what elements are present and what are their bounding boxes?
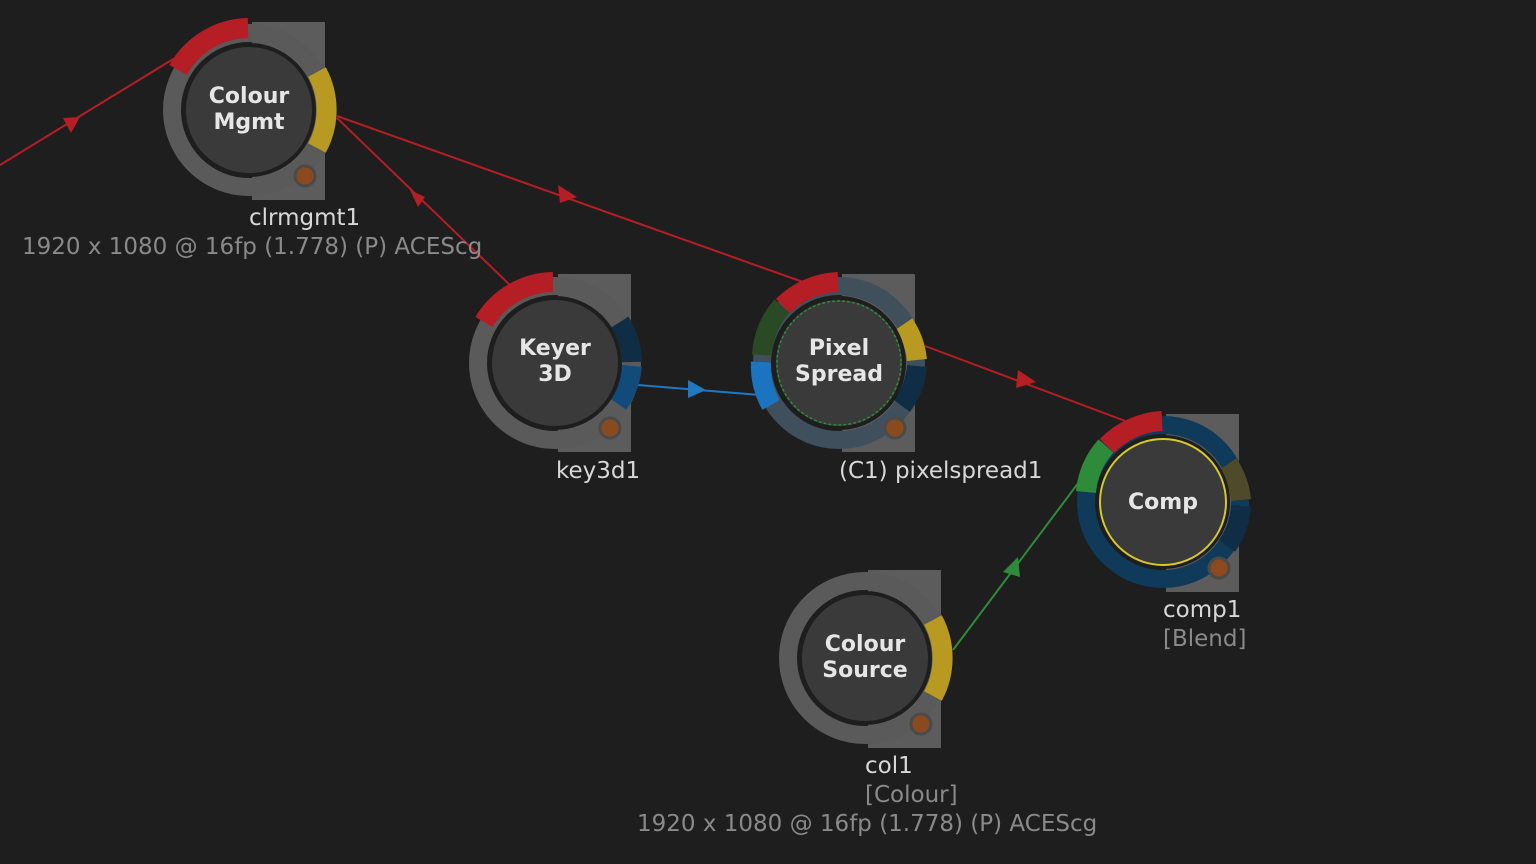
link-arrow (688, 380, 706, 398)
node-title-line2: Source (822, 658, 907, 683)
node-name: clrmgmt1 (249, 205, 360, 231)
link-arrow (558, 185, 577, 203)
node-name: comp1 (1163, 597, 1241, 623)
node-comp[interactable]: Comp comp1 [Blend] (1076, 411, 1251, 652)
node-ring (1077, 416, 1249, 588)
green-input-port[interactable] (752, 299, 790, 356)
yellow-output-port[interactable] (308, 67, 337, 153)
red-input-port[interactable] (1099, 411, 1163, 454)
status-dot-icon (1207, 556, 1231, 580)
links (0, 49, 1129, 651)
node-ring (469, 277, 641, 449)
node-title: Comp (1128, 490, 1198, 515)
selection-ring (1099, 438, 1227, 566)
node-body (772, 296, 906, 430)
yellow-output-port[interactable] (924, 615, 953, 701)
node-body (798, 591, 932, 725)
red-input-port[interactable] (775, 272, 839, 314)
dark-blue-port[interactable] (893, 364, 927, 412)
node-title-line2: Spread (795, 362, 883, 387)
link-col1-to-comp1[interactable] (952, 473, 1086, 651)
node-colour-source[interactable]: Colour Source col1 [Colour] 1920 x 1080 … (637, 570, 1097, 837)
link-arrow (1003, 557, 1020, 577)
node-body (182, 43, 316, 177)
node-colour-mgmt[interactable]: Colour Mgmt clrmgmt1 1920 x 1080 @ 16fp … (22, 18, 482, 260)
node-name: (C1) pixelspread1 (839, 458, 1042, 484)
node-sub: [Blend] (1163, 626, 1246, 652)
selection-ring (776, 300, 902, 426)
node-sub: [Colour] (865, 782, 958, 808)
node-info: 1920 x 1080 @ 16fp (1.778) (P) ACEScg (637, 811, 1097, 837)
blue-output-port[interactable] (609, 364, 642, 410)
node-title-line1: Colour (825, 632, 906, 657)
node-title-line1: Pixel (809, 336, 869, 361)
node-keyer-3d[interactable]: Keyer 3D key3d1 (469, 272, 642, 484)
olive-output-port[interactable] (1219, 458, 1251, 502)
link-input-to-clrmgmt1[interactable] (0, 49, 189, 166)
node-body (488, 296, 622, 430)
node-name: key3d1 (556, 458, 640, 484)
node-title-line2: Mgmt (213, 110, 285, 135)
node-body (1096, 435, 1230, 569)
dark-blue-port[interactable] (611, 316, 642, 363)
red-input-port[interactable] (169, 18, 249, 76)
yellow-output-port[interactable] (895, 318, 927, 362)
node-title-line1: Keyer (519, 336, 591, 361)
link-arrow (1016, 370, 1036, 388)
status-dot-icon (883, 416, 907, 440)
node-name: col1 (865, 753, 913, 779)
node-info: 1920 x 1080 @ 16fp (1.778) (P) ACEScg (22, 234, 482, 260)
status-dot-icon (598, 416, 622, 440)
link-arrow (410, 190, 425, 207)
node-title-line1: Colour (209, 84, 290, 109)
status-dot-icon (293, 164, 317, 188)
node-title-line2: 3D (538, 362, 572, 387)
red-input-port[interactable] (475, 272, 554, 328)
link-clrmgmt1-to-key3d1[interactable] (336, 117, 513, 288)
node-pixel-spread[interactable]: Pixel Spread (C1) pixelspread1 (750, 272, 1043, 484)
blue-input-port[interactable] (750, 361, 780, 410)
link-arrow (63, 117, 80, 133)
status-dot-icon (909, 712, 933, 736)
green-input-port[interactable] (1076, 439, 1114, 494)
dark-blue-port[interactable] (1218, 504, 1251, 552)
